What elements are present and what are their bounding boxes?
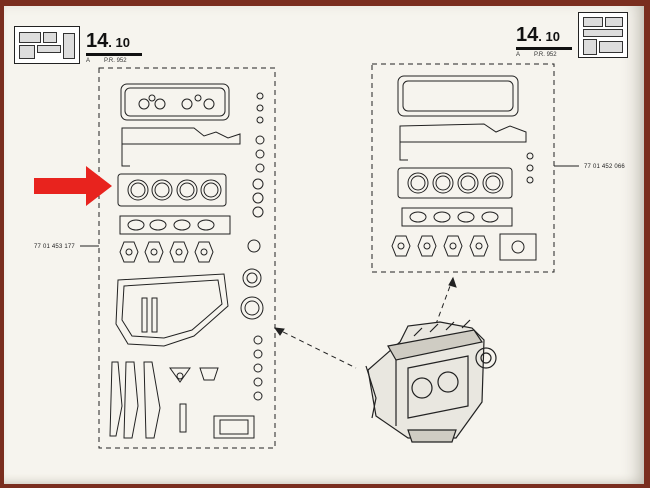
section-underline bbox=[516, 47, 572, 50]
part-number-left: 77 01 453 177 bbox=[34, 244, 75, 250]
rocker-cover-gasket bbox=[120, 83, 230, 121]
thumbnail-gasket-kit-icon bbox=[578, 12, 628, 58]
section-ref: P.R. 952 bbox=[104, 58, 127, 64]
section-main: 14 bbox=[516, 24, 539, 46]
leader-engine-left bbox=[274, 327, 357, 369]
timing-cover-gasket bbox=[121, 127, 241, 145]
header-left: 14. 10 A P.R. 952 bbox=[14, 26, 142, 64]
section-number-right: 14. 10 A P.R. 952 bbox=[516, 25, 572, 58]
strip-gasket bbox=[179, 403, 187, 433]
rocker-cover-gasket-right bbox=[397, 75, 519, 117]
exhaust-flange-gaskets bbox=[119, 241, 214, 263]
red-arrow-icon bbox=[34, 166, 112, 206]
rect-plate-gasket bbox=[213, 415, 255, 439]
section-main: 14 bbox=[86, 30, 109, 52]
section-sub: . 10 bbox=[108, 35, 130, 50]
section-letter: A bbox=[86, 58, 91, 64]
arrowhead bbox=[448, 276, 457, 288]
engine-block-icon bbox=[365, 319, 497, 443]
oil-sump-gasket bbox=[115, 273, 229, 347]
section-ref: P.R. 952 bbox=[534, 52, 557, 58]
side-strip-gasket bbox=[109, 361, 123, 437]
exhaust-flange-gaskets-right bbox=[391, 235, 489, 257]
section-number-left: 14. 10 A P.R. 952 bbox=[86, 31, 142, 64]
part-number-right: 77 01 452 066 bbox=[584, 164, 625, 170]
manifold-gasket bbox=[119, 215, 231, 235]
section-sub: . 10 bbox=[538, 29, 560, 44]
thumbnail-gasket-kit-icon bbox=[14, 26, 80, 64]
head-gasket-right bbox=[397, 167, 513, 199]
seals-column bbox=[240, 92, 265, 401]
triangle-gasket bbox=[169, 367, 191, 383]
plate-gasket-right bbox=[499, 233, 537, 261]
timing-cover-gasket-right bbox=[399, 123, 527, 143]
right-kit-frame bbox=[371, 63, 555, 273]
manifold-gasket-right bbox=[401, 207, 513, 227]
section-letter: A bbox=[516, 52, 521, 58]
arrowhead bbox=[273, 327, 285, 336]
header-right: 14. 10 A P.R. 952 bbox=[516, 12, 628, 58]
exploded-diagram bbox=[34, 63, 579, 449]
leader-engine-right bbox=[435, 277, 454, 325]
seals-right bbox=[526, 152, 534, 184]
section-underline bbox=[86, 53, 142, 56]
head-gasket bbox=[117, 173, 227, 207]
left-kit-frame bbox=[98, 67, 276, 449]
